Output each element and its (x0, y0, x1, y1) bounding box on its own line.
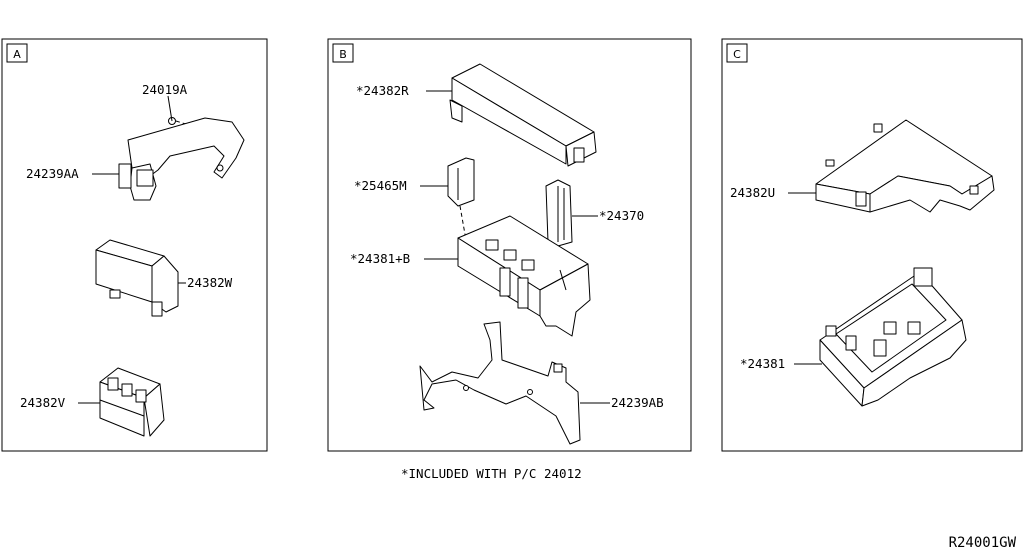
label-24381: *24381 (740, 356, 785, 371)
label-24239aa: 24239AA (26, 166, 79, 181)
panel-b: B *24382R *25465M *24370 (327, 38, 692, 452)
panel-a-letter-box (6, 43, 28, 63)
reference-code: R24001GW (949, 535, 1017, 551)
part-24239ab-bracket (419, 321, 581, 445)
part-24381-block (819, 267, 967, 407)
panel-c-letter-box (726, 43, 748, 63)
panel-c-letter: C (733, 48, 741, 61)
label-24239ab: 24239AB (611, 395, 664, 410)
panel-a: A 24019A 24239AA 24382W (1, 38, 268, 452)
part-24382r-cover (449, 63, 597, 167)
part-24239aa-bracket (118, 117, 245, 201)
label-24370: *24370 (599, 208, 644, 223)
part-25465m-clip (447, 157, 475, 241)
panel-b-frame (327, 38, 692, 452)
part-24381b-fuse-block (457, 215, 591, 337)
label-24382v: 24382V (20, 395, 66, 410)
panel-b-letter-box (332, 43, 354, 63)
label-24019a: 24019A (142, 82, 188, 97)
part-24382u-cover (815, 119, 995, 213)
label-24382u: 24382U (730, 185, 775, 200)
label-24382r: *24382R (356, 83, 409, 98)
panel-a-letter: A (13, 48, 21, 61)
panel-c-frame (721, 38, 1023, 452)
part-24019a-bolt (167, 95, 219, 135)
part-24382v-block (99, 367, 165, 437)
panel-b-letter: B (339, 48, 347, 61)
label-24382w: 24382W (187, 275, 233, 290)
panel-c: C 24382U *24381 (721, 38, 1023, 452)
footnote: *INCLUDED WITH P/C 24012 (401, 466, 582, 481)
part-24382w-cover (95, 239, 179, 317)
panel-a-frame (1, 38, 268, 452)
label-24381b: *24381+B (350, 251, 410, 266)
label-25465m: *25465M (354, 178, 407, 193)
